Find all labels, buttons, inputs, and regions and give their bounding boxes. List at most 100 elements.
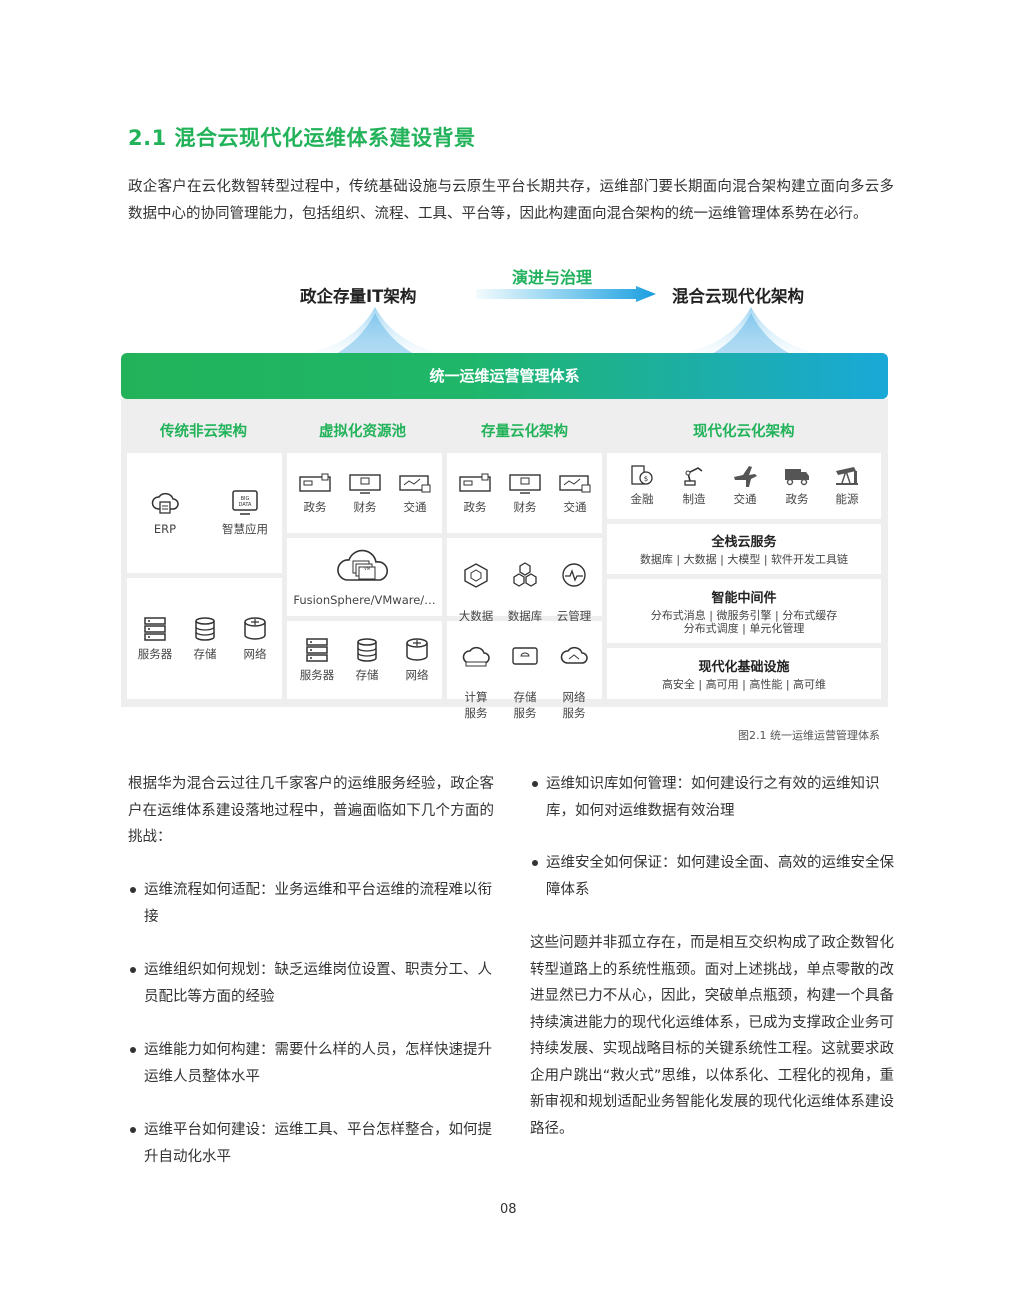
gov-app-icon: [299, 473, 331, 492]
modern-infra-box: 现代化基础设施 高安全 | 高可用 | 高性能 | 高可维: [607, 648, 881, 699]
network-router-icon: [244, 617, 266, 640]
column-title-virtualization: 虚拟化资源池: [319, 424, 406, 440]
smart-app-label: 智慧应用: [222, 522, 268, 536]
bullet-platform: 运维平台如何建设：运维工具、平台怎样整合，如何提升自动化水平: [128, 1117, 494, 1170]
network-item: 网络: [235, 616, 275, 662]
truck-icon: [785, 469, 809, 486]
network-label: 网络: [405, 668, 429, 682]
storage-service-item: 存储 服务: [501, 629, 549, 721]
airplane-icon: [734, 466, 757, 487]
network-service-item: 网络 服务: [550, 629, 598, 721]
finance-label: 财务: [513, 500, 537, 514]
compute-cloud-icon: [462, 647, 490, 667]
server-label: 服务器: [299, 668, 335, 682]
industry-finance-item: $ 金融: [620, 463, 664, 507]
column-title-modern-cloud: 现代化云化架构: [693, 424, 795, 440]
industry-energy-label: 能源: [835, 492, 859, 506]
transport-label: 交通: [403, 500, 427, 514]
gov-app-icon: [459, 473, 491, 492]
storage-item: 存储: [185, 616, 225, 662]
right-glow-decoration: [666, 307, 836, 357]
vm-cloud-icon: VM: [337, 549, 389, 581]
oil-pump-icon: [836, 467, 858, 485]
compute-service-item: 计算 服务: [452, 629, 500, 721]
svg-text:DATA: DATA: [239, 502, 252, 508]
gov-item: 政务: [295, 473, 335, 515]
industry-manufacturing-item: 制造: [672, 463, 716, 507]
cloud-services-box: 大数据 服务 数据库 服务 云管理 服务: [447, 538, 602, 639]
storage-item: 存储: [347, 637, 387, 683]
big-data-hexagon-icon: [464, 563, 488, 588]
finance-item: 财务: [345, 473, 385, 515]
transport-app-icon: [399, 475, 431, 493]
column-title-traditional: 传统非云架构: [160, 424, 247, 440]
bullet-organization: 运维组织如何规划：缺乏运维岗位设置、职责分工、人员配比等方面的经验: [128, 957, 494, 1010]
compute-service-label: 计算 服务: [464, 690, 488, 720]
storage-drive-icon: [512, 647, 538, 665]
storage-label: 存储: [355, 668, 379, 682]
virtualization-platform-box: VM FusionSphere/VMware/…: [287, 538, 442, 616]
middleware-box: 智能中间件 分布式消息 | 微服务引擎 | 分布式缓存 分布式调度 | 单元化管…: [607, 579, 881, 643]
industry-gov-item: 政务: [775, 463, 819, 507]
network-label: 网络: [243, 647, 267, 661]
finance-app-icon: [509, 474, 541, 494]
fullstack-cloud-box: 全栈云服务 数据库 | 大数据 | 大模型 | 软件开发工具链: [607, 524, 881, 574]
storage-icon: [357, 638, 377, 662]
virtual-apps-box: 政务 财务 交通: [287, 453, 442, 533]
database-cluster-icon: [513, 562, 537, 587]
evolve-label: 演进与治理: [512, 268, 593, 287]
challenges-intro: 根据华为混合云过往几千家客户的运维服务经验，政企客户在运维体系建设落地过程中，普…: [128, 776, 494, 845]
modern-infra-title: 现代化基础设施: [698, 660, 790, 675]
bullet-capability: 运维能力如何构建：需要什么样的人员，怎样快速提升运维人员整体水平: [128, 1037, 494, 1090]
traditional-infra-box: 服务器 存储 网络: [127, 578, 282, 699]
finance-coin-icon: $: [631, 465, 653, 485]
page-number: 08: [500, 1202, 517, 1217]
bullet-security: 运维安全如何保证：如何建设全面、高效的运维安全保障体系: [530, 850, 896, 903]
bullet-knowledge: 运维知识库如何管理：如何建设行之有效的运维知识库，如何对运维数据有效治理: [530, 771, 896, 824]
server-item: 服务器: [295, 637, 339, 683]
left-glow-decoration: [290, 307, 460, 357]
industry-energy-item: 能源: [825, 463, 869, 507]
industry-gov-label: 政务: [785, 492, 809, 506]
section-title: 2.1 混合云现代化运维体系建设背景: [128, 126, 476, 150]
virtual-infra-box: 服务器 存储 网络: [287, 621, 442, 699]
middleware-sub-1: 分布式消息 | 微服务引擎 | 分布式缓存: [650, 609, 838, 622]
storage-label: 存储: [193, 647, 217, 661]
cloud-infra-services-box: 计算 服务 存储 服务 网络 服务: [447, 621, 602, 720]
intro-paragraph: 政企客户在云化数智转型过程中，传统基础设施与云原生平台长期共存，运维部门要长期面…: [128, 179, 894, 222]
gov-item: 政务: [455, 473, 495, 515]
server-label: 服务器: [137, 647, 173, 661]
industry-transport-item: 交通: [723, 463, 767, 507]
finance-item: 财务: [505, 473, 545, 515]
modern-architecture-label: 混合云现代化架构: [672, 287, 804, 306]
server-item: 服务器: [135, 616, 175, 662]
erp-item: ERP: [143, 489, 187, 537]
industry-manufacturing-label: 制造: [682, 492, 706, 506]
fullstack-title: 全栈云服务: [711, 535, 777, 550]
bullet-process: 运维流程如何适配：业务运维和平台运维的流程难以衔接: [128, 877, 494, 930]
gov-label: 政务: [303, 500, 327, 514]
modern-infra-sub: 高安全 | 高可用 | 高性能 | 高可维: [661, 678, 827, 691]
middleware-sub-2: 分布式调度 | 单元化管理: [683, 622, 805, 635]
column-title-legacy-cloud: 存量云化架构: [481, 424, 568, 440]
gov-label: 政务: [463, 500, 487, 514]
erp-icon: [151, 493, 179, 514]
transport-app-icon: [559, 475, 591, 493]
industry-transport-label: 交通: [733, 492, 757, 506]
virtualization-platform-label: FusionSphere/VMware/…: [293, 593, 436, 607]
network-router-icon: [406, 638, 428, 661]
legacy-architecture-label: 政企存量IT架构: [300, 287, 417, 306]
finance-app-icon: [349, 474, 381, 494]
svg-text:VM: VM: [364, 566, 371, 571]
network-item: 网络: [397, 637, 437, 683]
robot-arm-icon: [684, 467, 703, 486]
transport-label: 交通: [563, 500, 587, 514]
industry-finance-label: 金融: [630, 492, 654, 506]
storage-icon: [195, 617, 215, 641]
conclusion-paragraph: 这些问题并非孤立存在，而是相互交织构成了政企数智化转型道路上的系统性瓶颈。面对上…: [530, 935, 894, 1137]
fullstack-sub: 数据库 | 大数据 | 大模型 | 软件开发工具链: [639, 553, 849, 566]
legacy-cloud-apps-box: 政务 财务 交通: [447, 453, 602, 533]
